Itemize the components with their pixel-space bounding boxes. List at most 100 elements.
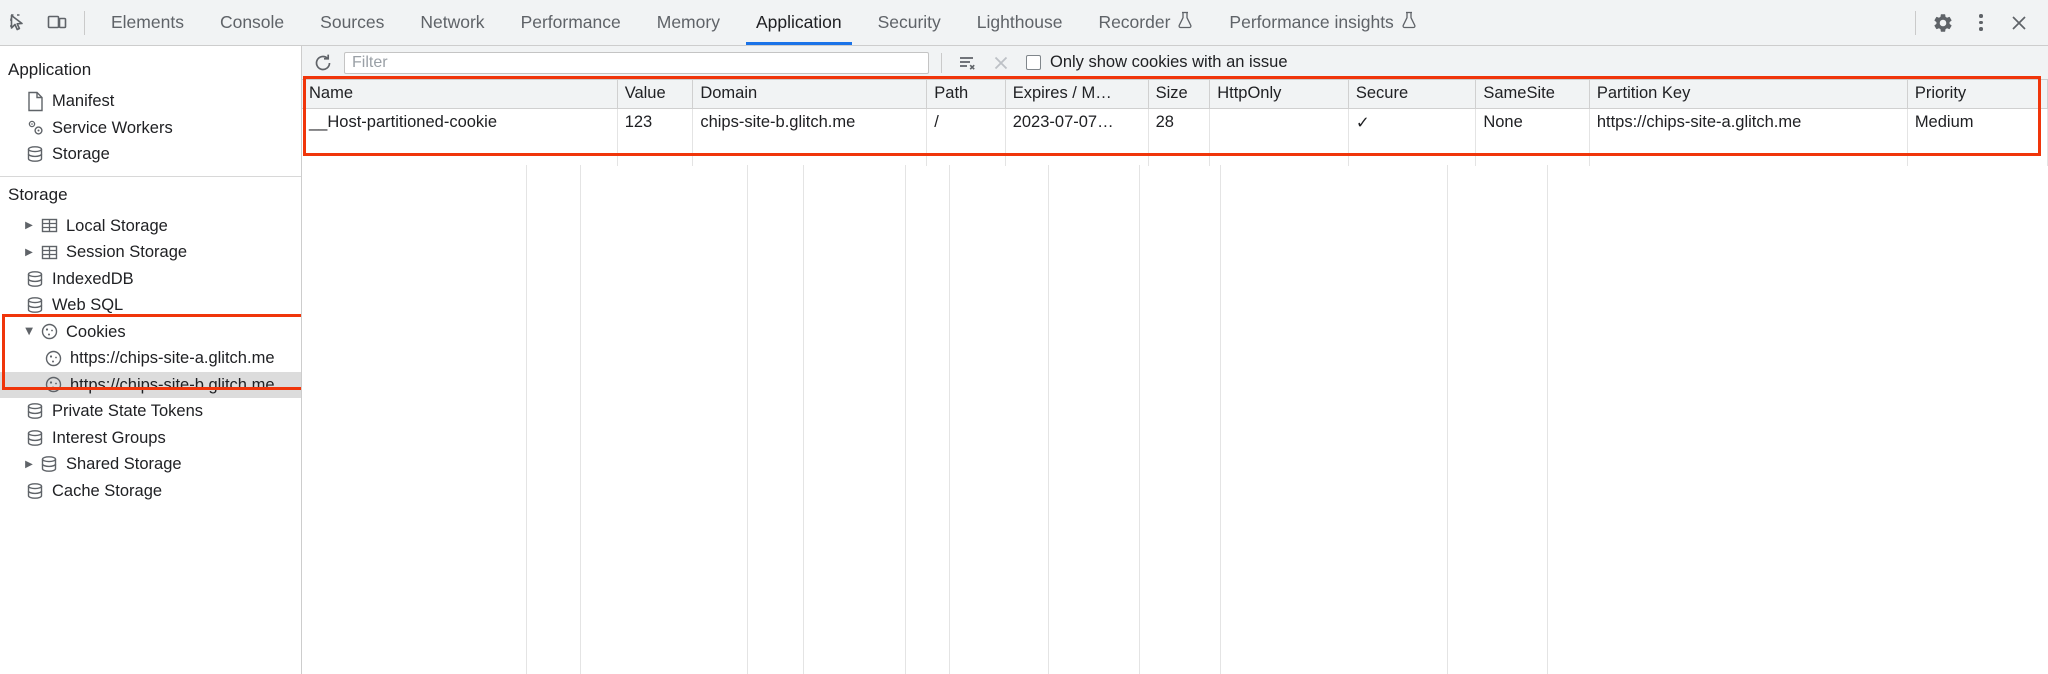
devtools-panel-tabs: Elements Console Sources Network Perform… [93,0,1435,45]
tab-memory[interactable]: Memory [639,0,738,45]
clear-filtered-cookies-icon[interactable] [954,50,980,76]
sidebar-item-label: Private State Tokens [52,402,204,420]
sidebar-item-shared-storage[interactable]: ▶ Shared Storage [0,451,301,478]
sidebar-item-label: Session Storage [66,243,188,261]
sidebar-item-private-state-tokens[interactable]: Private State Tokens [0,398,301,425]
tab-performance[interactable]: Performance [503,0,639,45]
sidebar-item-cookies[interactable]: ▶ Cookies [0,319,301,346]
tab-label: Sources [320,12,385,32]
cookies-filter-toolbar: Filter Only show cookies with an [302,46,2048,80]
database-icon [22,144,48,164]
refresh-icon[interactable] [310,50,336,76]
column-header-priority[interactable]: Priority [1907,80,2048,109]
application-sidebar: Application Manifest [0,46,302,674]
sidebar-item-local-storage[interactable]: ▶ Local Storage [0,213,301,240]
tab-application[interactable]: Application [738,0,860,45]
grid-column-guide [906,165,950,674]
sidebar-item-indexeddb[interactable]: IndexedDB [0,266,301,293]
toolbar-divider [84,10,85,35]
column-header-secure[interactable]: Secure [1348,80,1477,109]
chevron-down-icon[interactable]: ▶ [23,327,35,336]
cell-path: / [926,108,1006,137]
tab-security[interactable]: Security [860,0,959,45]
more-vertical-icon[interactable] [1962,4,2000,42]
column-header-path[interactable]: Path [926,80,1006,109]
tab-label: Performance insights [1229,12,1394,32]
chevron-right-icon[interactable]: ▶ [25,458,33,470]
sidebar-section-application-title: Application [8,60,92,79]
device-toolbar-icon[interactable] [38,4,76,42]
tab-recorder[interactable]: Recorder [1080,0,1211,45]
grid-column-guide [1140,165,1221,674]
cell-domain: chips-site-b.glitch.me [692,108,928,137]
database-icon [22,401,48,421]
column-header-samesite[interactable]: SameSite [1475,80,1590,109]
cookies-table-container: Name Value Domain Path Expires / M… Size… [302,80,2048,674]
cell-httponly [1209,108,1349,137]
sidebar-item-interest-groups[interactable]: Interest Groups [0,425,301,452]
tab-label: Performance [520,12,621,32]
sidebar-item-label: Cookies [66,322,126,341]
sidebar-item-cookie-origin-b[interactable]: https://chips-site-b.glitch.me [0,371,301,398]
cookies-table: Name Value Domain Path Expires / M… Size… [302,80,2048,166]
experiment-flask-icon [1177,11,1193,34]
tab-performance-insights[interactable]: Performance insights [1211,0,1434,45]
only-show-issue-cookies-checkbox[interactable]: Only show cookies with an issue [1026,53,1288,72]
table-row[interactable]: __Host-partitioned-cookie 123 chips-site… [302,108,2048,137]
grid-column-guide [302,165,527,674]
table-grid-icon [36,243,62,262]
cell-name: __Host-partitioned-cookie [302,108,618,137]
sidebar-item-service-workers[interactable]: Service Workers [0,115,301,142]
close-icon[interactable] [2000,4,2038,42]
sidebar-item-manifest[interactable]: Manifest [0,88,301,115]
tab-lighthouse[interactable]: Lighthouse [959,0,1081,45]
sidebar-item-session-storage[interactable]: ▶ Session Storage [0,239,301,266]
sidebar-item-storage[interactable]: Storage [0,141,301,168]
chevron-right-icon[interactable]: ▶ [25,220,33,232]
gear-icon[interactable] [1924,4,1962,42]
tab-label: Console [219,12,285,32]
grid-column-guide [748,165,804,674]
cell-samesite: None [1475,108,1590,137]
cell-empty [1348,137,1477,166]
cell-empty [1148,137,1211,166]
inspect-element-icon[interactable] [0,4,38,42]
column-header-name[interactable]: Name [302,80,618,109]
filter-input[interactable]: Filter [344,51,929,74]
grid-column-guide [1448,165,1548,674]
tab-network[interactable]: Network [402,0,502,45]
column-header-value[interactable]: Value [617,80,694,109]
devtools-body: Application Manifest [0,46,2048,674]
sidebar-item-web-sql[interactable]: Web SQL [0,292,301,319]
grid-column-guide [1221,165,1448,674]
column-header-size[interactable]: Size [1148,80,1211,109]
column-header-domain[interactable]: Domain [692,80,928,109]
cookie-icon [40,349,66,368]
tab-elements[interactable]: Elements [93,0,202,45]
chevron-right-icon[interactable]: ▶ [25,246,33,258]
tab-sources[interactable]: Sources [302,0,402,45]
column-header-expires[interactable]: Expires / M… [1005,80,1149,109]
column-header-partition-key[interactable]: Partition Key [1589,80,1908,109]
sidebar-item-label: Storage [52,145,110,163]
grid-column-guide [804,165,906,674]
tab-label: Recorder [1098,12,1171,32]
clear-all-cookies-icon[interactable] [988,50,1014,76]
checkbox-box[interactable] [1026,55,1041,70]
cell-empty [1475,137,1590,166]
cell-empty [1209,137,1349,166]
sidebar-item-label: Shared Storage [66,455,182,473]
sidebar-item-cache-storage[interactable]: Cache Storage [0,478,301,505]
sidebar-item-cookie-origin-a[interactable]: https://chips-site-a.glitch.me [0,345,301,372]
tab-label: Network [420,12,485,32]
cell-priority: Medium [1907,108,2048,137]
sidebar-item-label: IndexedDB [52,269,134,288]
filter-placeholder: Filter [352,53,388,71]
column-header-httponly[interactable]: HttpOnly [1209,80,1349,109]
toolbar-divider-right [1915,10,1916,35]
tab-console[interactable]: Console [202,0,302,45]
sidebar-section-storage-title: Storage [8,184,68,204]
grid-column-guide [527,165,581,674]
database-icon [36,454,62,474]
